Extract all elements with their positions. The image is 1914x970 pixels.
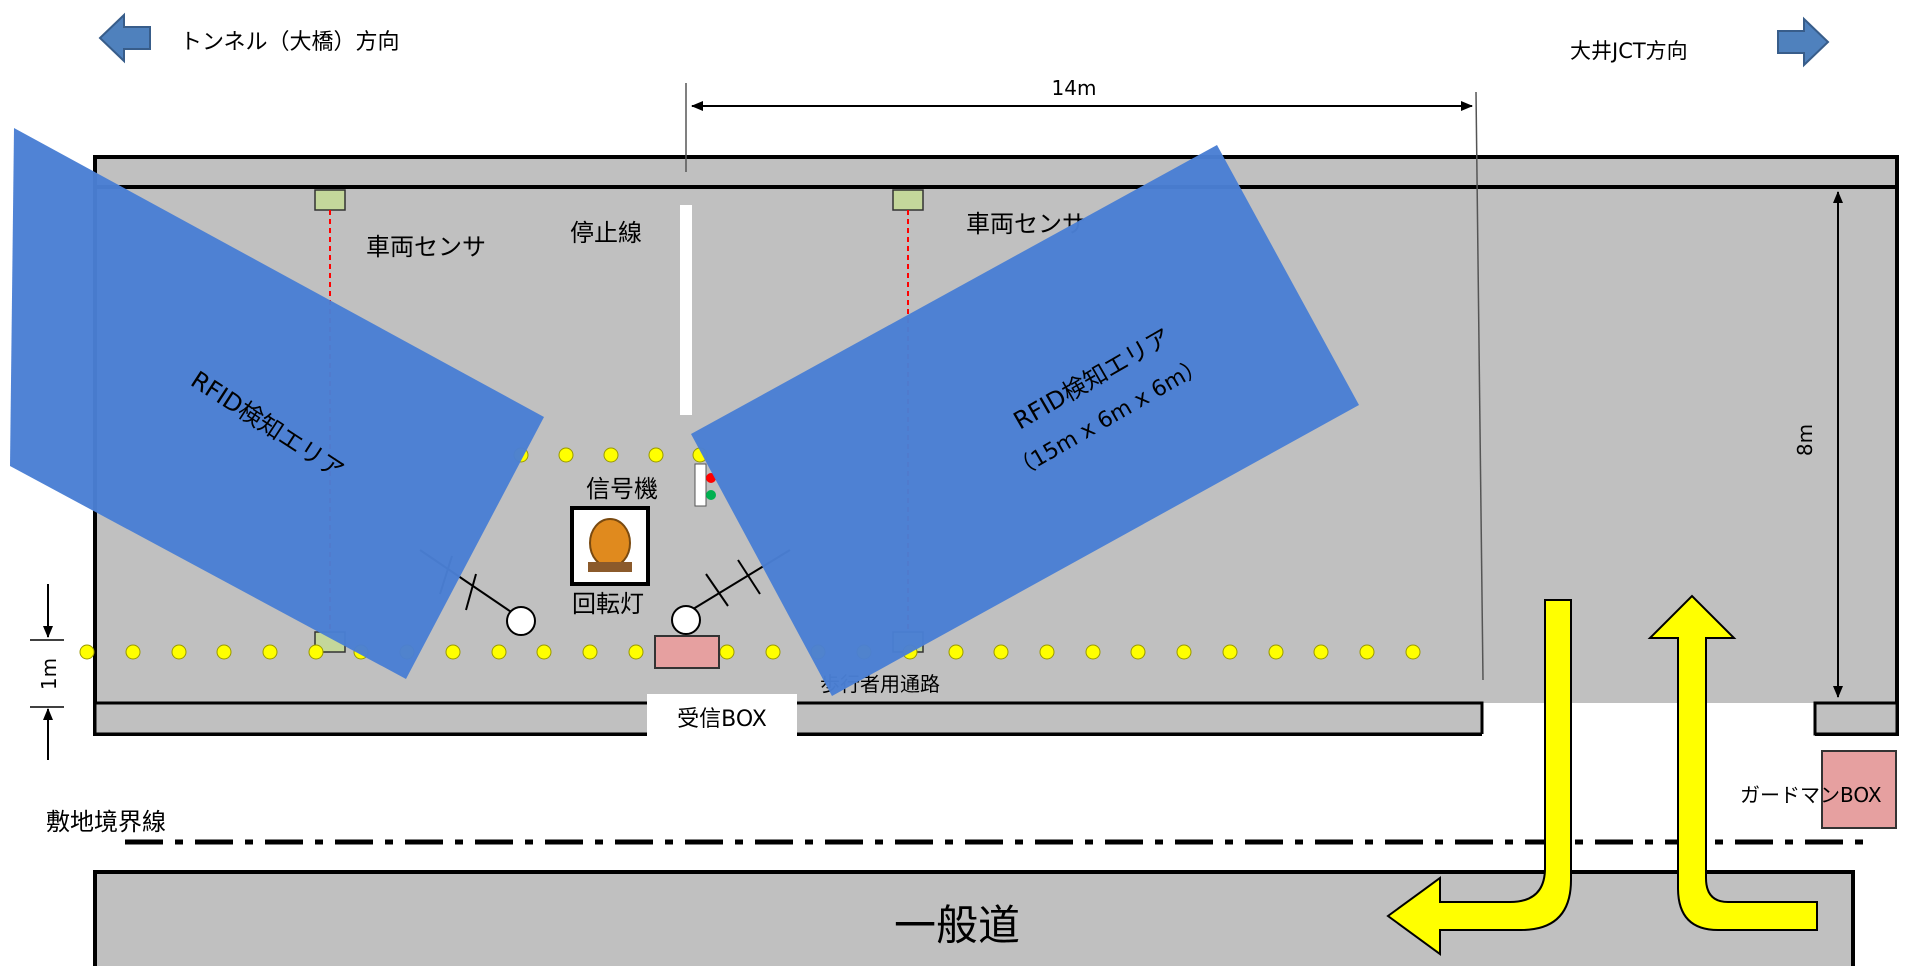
antenna-left-node bbox=[506, 606, 536, 636]
rotating-light-icon bbox=[589, 518, 631, 568]
width-label: 8m bbox=[1793, 424, 1817, 456]
left-direction-label: トンネル（大橋）方向 bbox=[180, 30, 400, 55]
boundary-line-label: 敷地境界線 bbox=[46, 808, 166, 836]
rfid-area-right bbox=[691, 145, 1359, 696]
receiver-box-label-bg bbox=[647, 694, 797, 740]
right-arrow-icon bbox=[1777, 16, 1830, 68]
guardman-box-label: ガードマンBOX bbox=[1740, 783, 1882, 807]
signal-green-light-icon bbox=[706, 490, 716, 500]
right-direction-label: 大井JCT方向 bbox=[1570, 39, 1688, 63]
length-label: 14m bbox=[1052, 76, 1097, 100]
bottom-strip-right bbox=[1813, 701, 1899, 736]
walkway-label: 1m bbox=[37, 658, 61, 690]
entrance-gap bbox=[1482, 703, 1815, 739]
stop-line-label: 停止線 bbox=[570, 219, 642, 247]
vehicle-sensor-top-left bbox=[314, 189, 346, 211]
road-label: 一般道 bbox=[894, 901, 1020, 950]
rfid-area-left bbox=[10, 128, 544, 679]
signal-label: 信号機 bbox=[586, 475, 658, 503]
guardman-box bbox=[1821, 750, 1897, 829]
vehicle-sensor-top-right bbox=[892, 189, 924, 211]
rotating-light-base bbox=[588, 562, 632, 572]
stop-line bbox=[680, 205, 692, 415]
left-arrow-icon bbox=[98, 12, 151, 64]
receiver-box-label: 受信BOX bbox=[677, 707, 767, 732]
antenna-right-node bbox=[671, 605, 701, 635]
dimension-end-line bbox=[1475, 91, 1484, 681]
traffic-signal bbox=[694, 463, 707, 507]
receiver-box bbox=[654, 635, 720, 669]
enter-flow-arrow bbox=[1647, 594, 1818, 931]
vehicle-sensor-left-label: 車両センサ bbox=[366, 233, 486, 261]
exit-flow-arrow bbox=[1386, 599, 1572, 956]
rotating-light-label: 回転灯 bbox=[572, 590, 644, 618]
